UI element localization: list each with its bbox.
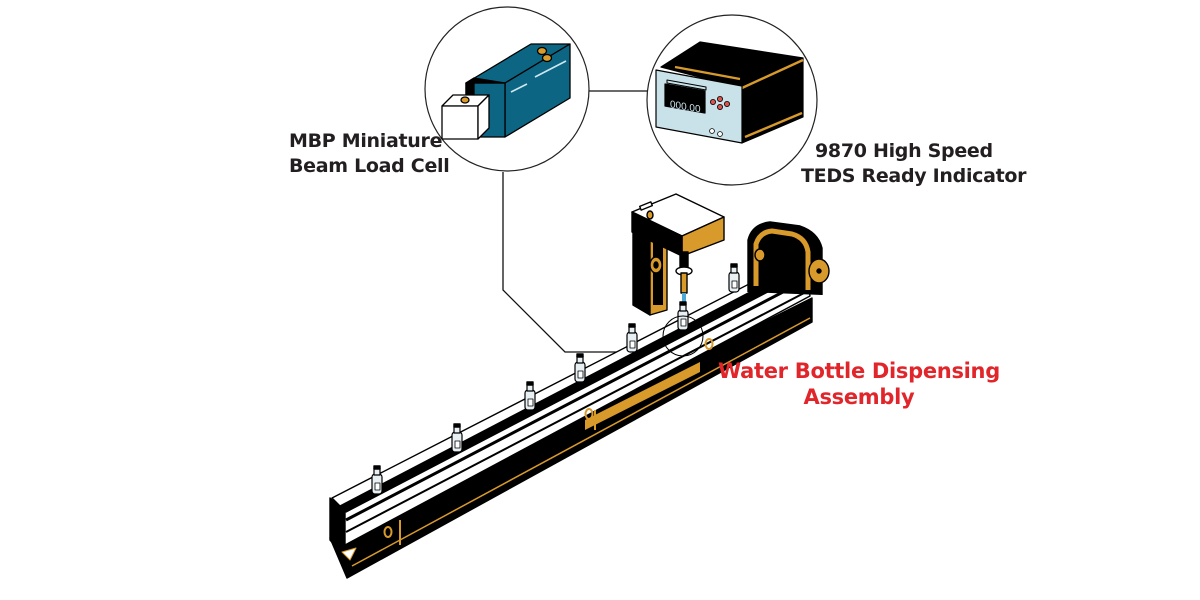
bolt-icon: [584, 408, 594, 420]
indicator-button: [724, 101, 731, 108]
assembly-title-line2: Assembly: [803, 385, 915, 409]
bolt-icon: [704, 338, 714, 350]
indicator-button: [709, 128, 715, 134]
conveyor-side-panel: [329, 297, 813, 579]
load-cell-label-line2: Beam Load Cell: [289, 155, 450, 177]
load-cell-callout: [424, 6, 590, 172]
indicator-button: [717, 131, 723, 137]
indicator-button: [717, 96, 724, 103]
conveyor-end-guard: [747, 221, 830, 295]
assembly-title: Water Bottle Dispensing Assembly: [718, 358, 1000, 410]
bottles: [371, 263, 740, 495]
screw-icon: [536, 46, 548, 56]
conveyor-assembly-icon: [329, 193, 830, 579]
water-bottle-icon: [371, 465, 383, 495]
screw-icon: [460, 96, 470, 104]
indicator-label-line1: 9870 High Speed: [815, 140, 993, 162]
indicator-label: 9870 High Speed TEDS Ready Indicator: [801, 139, 1027, 189]
indicator-reading: 000.00: [670, 99, 701, 115]
indicator-callout: 000.00: [646, 14, 818, 186]
indicator-label-line2: TEDS Ready Indicator: [801, 165, 1027, 187]
water-bottle-icon: [677, 301, 689, 331]
water-bottle-icon: [626, 323, 638, 353]
dispenser-tower: [631, 193, 725, 316]
water-bottle-icon: [524, 381, 536, 411]
screw-icon: [541, 53, 553, 63]
load-cell-label-line1: MBP Miniature: [289, 130, 443, 152]
water-bottle-icon: [728, 263, 740, 293]
water-bottle-icon: [574, 353, 586, 383]
water-bottle-icon: [451, 423, 463, 453]
load-cell-location-marker: [662, 315, 704, 357]
bolt-icon: [383, 526, 393, 538]
connector-lines: [502, 90, 665, 353]
load-cell-label: MBP Miniature Beam Load Cell: [289, 129, 450, 179]
load-cell-icon: [441, 43, 571, 140]
digital-indicator-icon: 000.00: [655, 41, 804, 144]
connector-loadcell-assembly: [502, 172, 665, 353]
indicator-button: [717, 104, 724, 111]
indicator-button: [710, 99, 717, 106]
assembly-title-line1: Water Bottle Dispensing: [718, 359, 1000, 383]
